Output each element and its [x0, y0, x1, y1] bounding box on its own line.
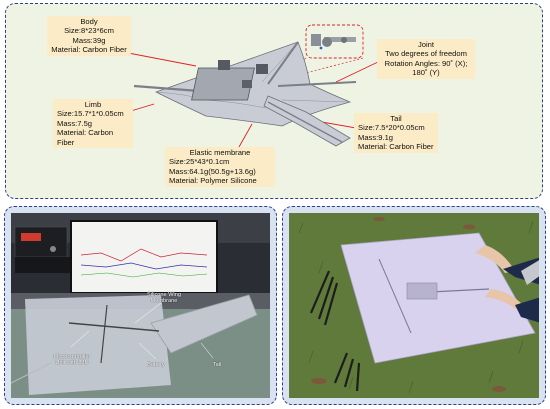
limb-title: Limb — [84, 100, 102, 109]
joint-title: Joint — [417, 40, 435, 49]
joint-leader — [335, 61, 379, 83]
body-leader — [122, 51, 197, 67]
limb-size: Size:15.7*1*0.05cm — [57, 109, 124, 119]
body-size: Size:8*23*6cm — [64, 26, 114, 36]
body-material: Material: Carbon Fiber — [51, 45, 127, 55]
joint-callout: Joint Two degrees of freedom Rotation An… — [377, 39, 475, 79]
joint-dof: Two degrees of freedom — [385, 49, 467, 59]
tail-title: Tail — [390, 114, 402, 123]
membrane-title: Elastic membrane — [189, 148, 251, 157]
field-photo-panel — [282, 206, 546, 405]
joint-zoom-box — [305, 24, 364, 59]
tail-callout: Tail Size:7.5*20*0.05cm Mass:9.1g Materi… — [354, 113, 438, 153]
laptop-screen — [70, 220, 218, 294]
joint-angle-x: Rotation Angles: 90˚ (X); — [384, 58, 468, 68]
membrane-callout: Elastic membrane Size:25*43*0.1cm Mass:6… — [165, 147, 275, 187]
label-microcontroller: Microcontroller Unit with IMU — [41, 354, 103, 367]
tail-mass: Mass:9.1g — [358, 132, 394, 142]
field-membrane — [340, 232, 536, 364]
body-title: Body — [80, 17, 98, 26]
label-wing-membrane-line1: Silicone Wing — [147, 292, 181, 298]
membrane-mass: Mass:64.1g(50.5g+13.6g) — [169, 166, 256, 176]
field-photo — [289, 213, 539, 398]
hand-lower — [485, 289, 523, 309]
label-microcontroller-line2: Unit with IMU — [55, 360, 89, 367]
joint-angle-y: 180˚ (Y) — [412, 68, 440, 78]
hand-upper — [475, 245, 515, 273]
label-microcontroller-line1: Microcontroller — [53, 354, 91, 360]
power-supply — [14, 226, 68, 258]
label-wing-membrane: Silicone Wing Membrane — [134, 292, 194, 305]
tail-material: Material: Carbon Fiber — [358, 142, 434, 152]
robot-body — [191, 60, 268, 101]
body-callout: Body Size:8*23*6cm Mass:39g Material: Ca… — [47, 16, 131, 56]
label-wing-membrane-line2: Membrane — [150, 298, 178, 305]
limb-callout: Limb Size:15.7*1*0.05cm Mass:7.5g Materi… — [53, 99, 133, 149]
membrane-size: Size:25*43*0.1cm — [169, 157, 230, 167]
label-battery: Battery — [147, 362, 165, 368]
lab-photo-panel: Silicone Wing Membrane Microcontroller U… — [4, 206, 277, 405]
robot-schematic — [120, 24, 379, 148]
label-tail: Tail — [212, 362, 222, 368]
lab-membrane — [25, 295, 171, 395]
limb-material: Material: Carbon Fiber — [57, 128, 114, 147]
body-mass: Mass:39g — [72, 35, 106, 45]
field-legs — [309, 270, 361, 392]
limb-mass: Mass:7.5g — [57, 118, 93, 128]
membrane-material: Material: Polymer Silicone — [169, 176, 257, 186]
lab-tail — [150, 294, 258, 354]
joint-zoom-part — [311, 34, 356, 50]
schematic-panel: Body Size:8*23*6cm Mass:39g Material: Ca… — [5, 3, 543, 199]
tail-size: Size:7.5*20*0.05cm — [358, 123, 425, 133]
membrane-leader — [238, 123, 253, 148]
robot-tail — [263, 95, 351, 147]
lab-photo: Silicone Wing Membrane Microcontroller U… — [11, 213, 270, 398]
